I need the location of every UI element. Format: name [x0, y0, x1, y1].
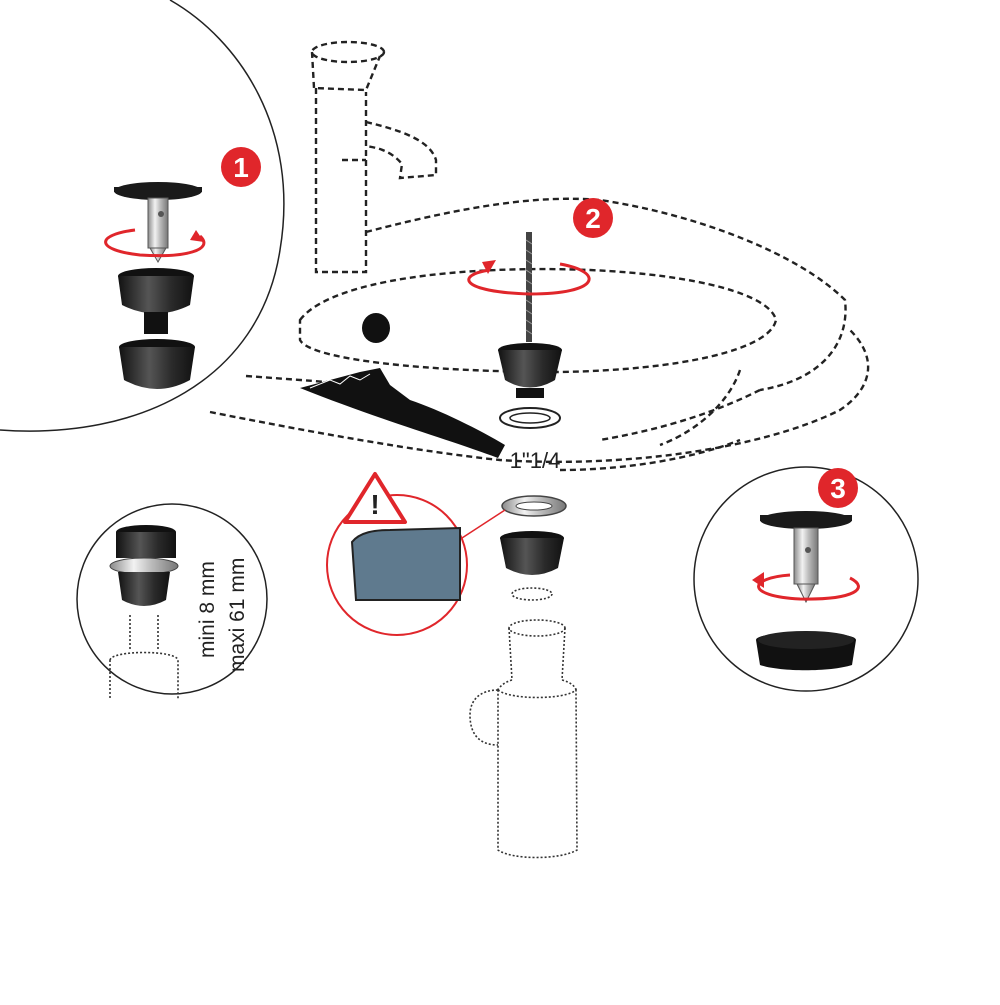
drain-body-lower	[119, 347, 195, 389]
chrome-stem	[147, 197, 169, 249]
warning-detail: !	[326, 472, 506, 636]
faucet-outline	[310, 40, 438, 274]
step-1-number: 1	[233, 152, 249, 183]
rotation-arrow-icon	[467, 260, 591, 296]
drain-body	[498, 350, 562, 388]
lower-washer	[511, 587, 553, 601]
thickness-detail: mini 8 mm maxi 61 mm	[76, 503, 268, 700]
step-3-number: 3	[830, 473, 846, 504]
siphon-outline	[469, 619, 578, 859]
callout-line	[461, 509, 506, 539]
thickness-min-label: mini 8 mm	[196, 561, 219, 658]
step-3-detail: 3	[693, 466, 919, 692]
overflow-hole	[362, 313, 390, 343]
step-2-assembly: 1"1/4 2	[467, 198, 613, 473]
washer-top	[499, 407, 561, 429]
thread-size-label: 1"1/4	[510, 448, 561, 473]
thickness-max-label: maxi 61 mm	[226, 558, 249, 672]
rotation-arrow-icon	[104, 228, 206, 258]
warning-symbol: !	[370, 489, 379, 520]
basin-wall-section	[300, 368, 505, 458]
step-badge-3: 3	[818, 468, 858, 508]
threaded-rod	[526, 232, 532, 342]
basin-outline	[209, 197, 870, 472]
chrome-stem-3	[793, 527, 819, 585]
step-1-frame	[0, 0, 285, 432]
thickness-washer	[109, 557, 179, 575]
step-2-number: 2	[585, 203, 601, 234]
warning-triangle-icon: !	[343, 472, 407, 524]
step-1-detail: 1	[0, 0, 285, 432]
step-badge-2: 2	[573, 198, 613, 238]
lower-assembly	[469, 495, 578, 859]
seal-profile	[350, 526, 461, 601]
step-badge-1: 1	[221, 147, 261, 187]
drain-body-upper	[118, 276, 194, 314]
rotation-arrow-icon	[752, 572, 860, 601]
lock-nut	[500, 538, 564, 575]
